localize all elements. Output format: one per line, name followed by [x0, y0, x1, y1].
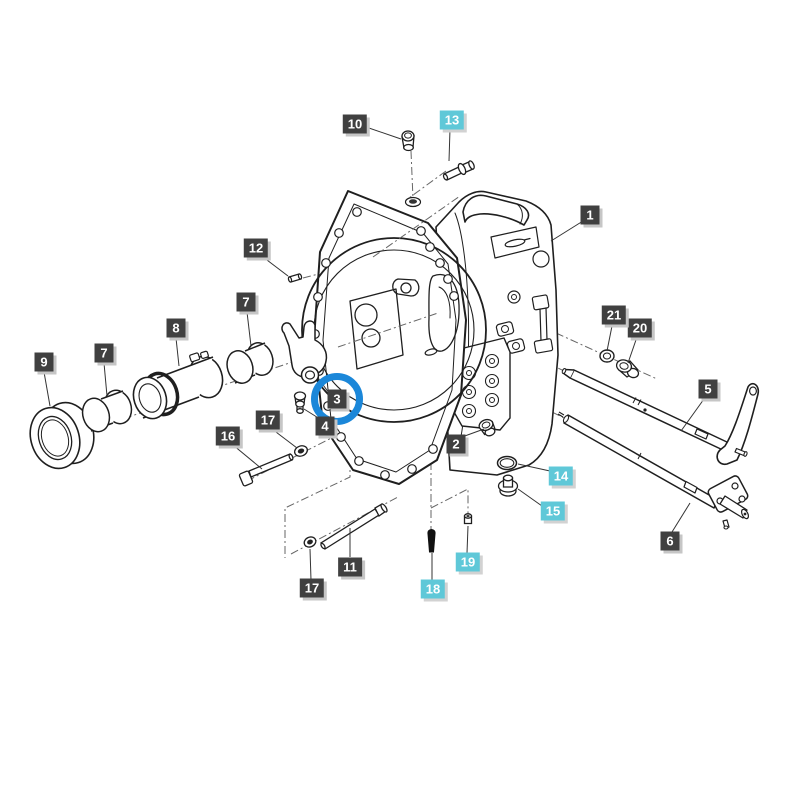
washer-part-17a	[294, 445, 308, 457]
part-label-7a[interactable]: 7	[236, 292, 256, 312]
washer-part-17b	[303, 536, 317, 548]
bushing-part-right	[226, 342, 274, 384]
construction-lines-top	[337, 195, 461, 348]
part-label-1[interactable]: 1	[580, 205, 600, 225]
oil-seal-part	[29, 401, 95, 470]
part-label-7b[interactable]: 7	[94, 343, 114, 363]
fork-bolt-part	[293, 391, 307, 414]
part-label-15[interactable]: 15	[540, 501, 566, 521]
cap-part-19	[463, 513, 473, 525]
part-label-20[interactable]: 20	[627, 318, 653, 338]
highlight-ring	[311, 373, 363, 425]
part-label-2[interactable]: 2	[446, 434, 466, 454]
part-label-18[interactable]: 18	[420, 579, 446, 599]
part-label-11[interactable]: 11	[338, 557, 362, 577]
part-label-12[interactable]: 12	[243, 238, 269, 258]
part-label-17b[interactable]: 17	[299, 578, 325, 598]
part-label-19[interactable]: 19	[455, 552, 481, 572]
plug-part-15	[497, 474, 519, 497]
bolt-part-13	[442, 160, 475, 181]
spring-pin-part	[287, 273, 303, 283]
part-label-6[interactable]: 6	[660, 531, 680, 551]
shaft-part-6	[557, 411, 750, 530]
part-label-17a[interactable]: 17	[255, 410, 281, 430]
breather-plug-part	[401, 130, 415, 152]
housing-part	[301, 190, 559, 485]
part-label-13[interactable]: 13	[439, 110, 465, 130]
part-label-9[interactable]: 9	[34, 352, 54, 372]
part-label-10[interactable]: 10	[342, 114, 368, 134]
bolt-part-16	[238, 453, 294, 487]
washer-part-21	[599, 349, 615, 363]
washer-part-14	[496, 455, 518, 471]
shift-fork-part	[281, 320, 328, 384]
part-label-5[interactable]: 5	[698, 379, 718, 399]
part-label-3[interactable]: 3	[327, 389, 347, 409]
plug-part-2	[478, 418, 496, 437]
sleeve-part	[132, 350, 224, 420]
rod-part-11	[320, 503, 388, 550]
plug-part-20	[615, 359, 640, 379]
part-label-8[interactable]: 8	[166, 318, 186, 338]
pin-part-18	[427, 529, 436, 553]
part-label-4[interactable]: 4	[315, 416, 335, 436]
shaft-part-5	[561, 368, 760, 466]
part-label-16[interactable]: 16	[215, 426, 241, 446]
part-label-14[interactable]: 14	[548, 466, 574, 486]
bushing-part-left	[81, 389, 133, 433]
part-label-21[interactable]: 21	[601, 305, 627, 325]
